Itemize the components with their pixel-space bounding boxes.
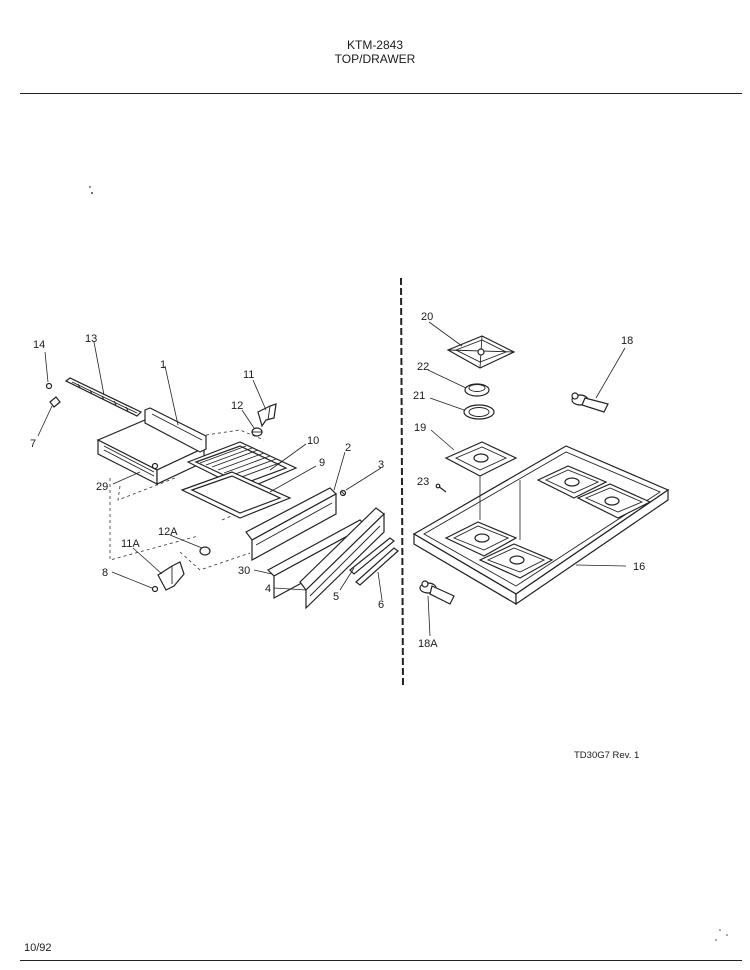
callout-13: 13 — [85, 333, 97, 345]
speck — [719, 929, 721, 931]
callout-30: 30 — [238, 565, 250, 577]
part-20-grate — [446, 335, 516, 369]
bottom-rule — [20, 960, 742, 961]
part-4-drawer-front — [299, 507, 385, 610]
callout-18A: 18A — [418, 638, 438, 650]
callout-2: 2 — [345, 442, 351, 454]
callout-3: 3 — [378, 459, 384, 471]
part-12A-roller — [199, 546, 211, 556]
part-18-knob — [571, 392, 609, 413]
part-2-drawer-liner — [245, 487, 337, 562]
speck — [91, 192, 93, 194]
speck — [726, 934, 728, 936]
callout-18: 18 — [621, 335, 633, 347]
callout-6: 6 — [378, 599, 384, 611]
callout-8: 8 — [102, 567, 108, 579]
callout-11: 11 — [243, 369, 254, 381]
part-14-screw — [45, 382, 53, 390]
callout-20: 20 — [421, 311, 433, 323]
top-rule — [20, 93, 742, 94]
callout-23: 23 — [417, 476, 429, 488]
speck — [715, 939, 717, 941]
callout-4: 4 — [265, 583, 271, 595]
part-6-trim — [355, 547, 399, 586]
part-23-screw — [435, 483, 447, 493]
part-19-drip-pan — [444, 441, 518, 477]
callout-11A: 11A — [121, 538, 140, 550]
part-9-grid-frame — [180, 471, 292, 519]
callout-7: 7 — [30, 438, 36, 450]
part-1-broiler-pan — [96, 407, 207, 485]
callout-21: 21 — [413, 390, 425, 402]
callout-5: 5 — [333, 591, 339, 603]
model-number: KTM-2843 — [346, 38, 404, 52]
part-21-ring — [463, 404, 495, 420]
speck — [89, 186, 91, 188]
callout-22: 22 — [417, 361, 429, 373]
section-title: TOP/DRAWER — [334, 52, 416, 66]
part-16-cooktop — [412, 445, 670, 606]
callout-29: 29 — [96, 481, 108, 493]
callout-12A: 12A — [158, 526, 178, 538]
callout-16: 16 — [633, 561, 645, 573]
callout-1: 1 — [160, 359, 166, 371]
part-3-screw — [339, 489, 347, 497]
part-12-roller — [251, 427, 263, 437]
issue-date: 10/92 — [24, 942, 52, 954]
callout-14: 14 — [33, 339, 45, 351]
callout-19: 19 — [414, 422, 426, 434]
part-18A-knob — [419, 580, 455, 605]
part-22-burner-cap — [464, 383, 490, 397]
part-13-rail — [64, 377, 143, 417]
part-8-screw — [151, 585, 159, 593]
callout-9: 9 — [319, 457, 325, 469]
part-11-bracket — [257, 403, 277, 428]
part-7-clip — [49, 396, 61, 408]
drawing-code: TD30G7 Rev. 1 — [574, 750, 640, 761]
callout-12: 12 — [231, 400, 243, 412]
part-5-handle — [349, 537, 395, 575]
part-11A-bracket — [157, 561, 185, 591]
callout-10: 10 — [307, 435, 319, 447]
section-divider — [400, 277, 404, 689]
